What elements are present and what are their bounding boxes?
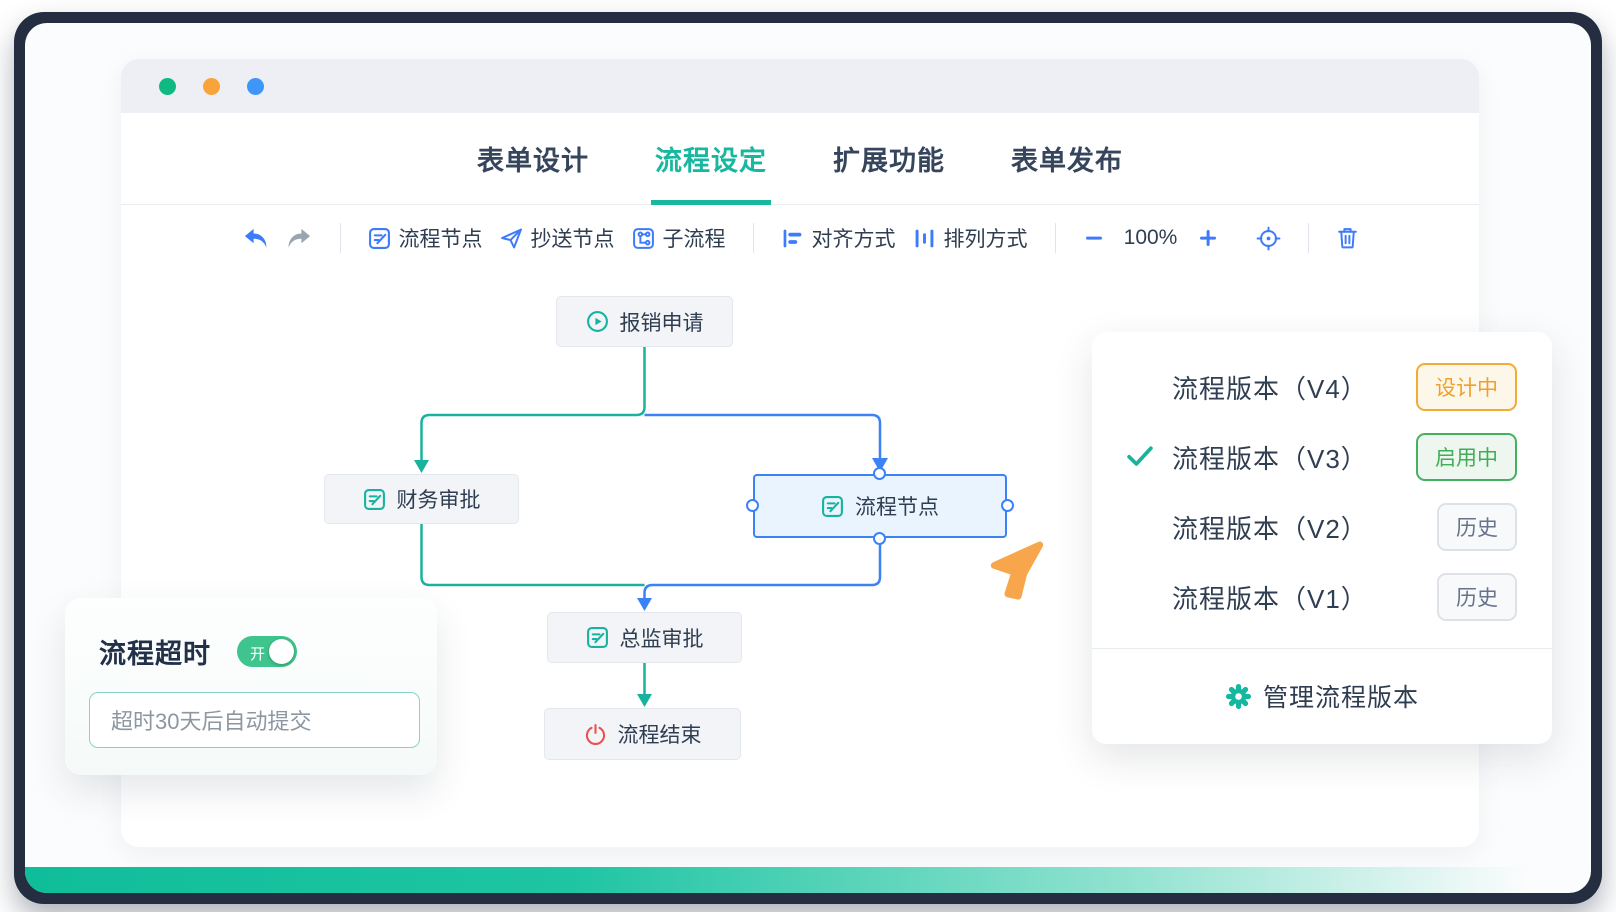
status-badge: 历史 — [1437, 573, 1517, 621]
node-handle-left[interactable] — [746, 498, 759, 512]
gear-icon — [1225, 683, 1252, 710]
undo-button[interactable] — [242, 226, 269, 251]
toolbar-divider — [1054, 223, 1056, 253]
tab-extensions[interactable]: 扩展功能 — [833, 113, 945, 204]
arrange-icon — [913, 227, 936, 250]
trash-icon — [1337, 228, 1357, 249]
node-handle-bottom[interactable] — [872, 532, 886, 545]
app-surface: 表单设计 流程设定 扩展功能 表单发布 流程节点 — [25, 23, 1591, 893]
add-cc-node-label: 抄送节点 — [530, 228, 615, 251]
version-label: 流程版本（V4） — [1172, 373, 1368, 404]
add-subflow-label: 子流程 — [662, 228, 726, 251]
subflow-icon — [632, 227, 655, 250]
tab-flow-settings[interactable]: 流程设定 — [651, 113, 771, 205]
timeout-title: 流程超时 — [99, 639, 211, 669]
zoom-level-value: 100% — [1123, 226, 1178, 249]
tab-label: 扩展功能 — [833, 146, 945, 176]
add-cc-node-button[interactable]: 抄送节点 — [500, 223, 615, 253]
check-icon — [1126, 444, 1154, 473]
main-tabbar: 表单设计 流程设定 扩展功能 表单发布 — [121, 113, 1479, 205]
zoom-out-button[interactable] — [1083, 227, 1105, 249]
status-badge: 启用中 — [1416, 433, 1517, 481]
toolbar-divider — [752, 223, 754, 253]
node-label: 流程节点 — [855, 496, 939, 519]
form-doc-icon — [363, 488, 386, 511]
node-handle-right[interactable] — [1001, 498, 1014, 512]
zoom-controls: 100% — [1083, 226, 1281, 251]
form-doc-icon — [586, 626, 609, 649]
bottom-accent-bar — [25, 867, 1591, 893]
power-icon — [584, 723, 607, 746]
toggle-on-label: 开 — [250, 646, 266, 663]
minus-icon — [1085, 236, 1102, 240]
locate-icon — [1256, 226, 1280, 250]
window-dot-blue[interactable] — [247, 77, 264, 95]
toolbar-divider — [339, 223, 341, 253]
align-label: 对齐方式 — [811, 228, 896, 251]
play-circle-icon — [586, 310, 609, 333]
locate-button[interactable] — [1256, 226, 1281, 251]
toolbar-divider — [1307, 223, 1309, 253]
redo-button[interactable] — [286, 226, 313, 251]
flow-node-end[interactable]: 流程结束 — [544, 708, 741, 760]
arrange-button[interactable]: 排列方式 — [913, 223, 1028, 253]
tab-form-design[interactable]: 表单设计 — [477, 113, 589, 204]
flow-toolbar: 流程节点 抄送节点 子流程 — [121, 205, 1479, 271]
timeout-card-header: 流程超时 开 — [65, 598, 437, 671]
tab-form-publish[interactable]: 表单发布 — [1011, 113, 1123, 204]
node-label: 总监审批 — [619, 627, 704, 651]
version-panel: 流程版本（V4） 设计中 流程版本（V3） 启用中 流程版本（V2） 历史 流程… — [1092, 332, 1552, 744]
flow-node-selected[interactable]: 流程节点 — [746, 467, 1014, 545]
version-label: 流程版本（V3） — [1172, 443, 1368, 474]
zoom-in-button[interactable] — [1197, 227, 1219, 249]
flow-node-director[interactable]: 总监审批 — [547, 612, 742, 663]
cursor-pointer-icon — [987, 537, 1047, 608]
add-flow-node-button[interactable]: 流程节点 — [368, 223, 483, 253]
form-doc-icon — [821, 495, 844, 518]
tab-label: 流程设定 — [655, 146, 767, 176]
flow-node-start[interactable]: 报销申请 — [556, 296, 733, 347]
timeout-card: 流程超时 开 — [65, 598, 437, 775]
status-badge: 设计中 — [1416, 363, 1517, 411]
version-row-v3[interactable]: 流程版本（V3） 启用中 — [1092, 422, 1552, 492]
redo-icon — [288, 228, 310, 248]
version-row-v1[interactable]: 流程版本（V1） 历史 — [1092, 562, 1552, 632]
add-flow-node-label: 流程节点 — [398, 228, 483, 251]
device-frame: 表单设计 流程设定 扩展功能 表单发布 流程节点 — [14, 12, 1602, 904]
delete-button[interactable] — [1336, 226, 1359, 250]
timeout-toggle[interactable]: 开 — [237, 636, 297, 667]
window-titlebar — [121, 59, 1479, 113]
flow-node-icon — [368, 227, 391, 250]
node-handle-top[interactable] — [872, 467, 886, 480]
version-row-v2[interactable]: 流程版本（V2） 历史 — [1092, 492, 1552, 562]
flow-node-finance[interactable]: 财务审批 — [324, 474, 519, 524]
node-label: 流程结束 — [617, 724, 702, 747]
node-label: 报销申请 — [619, 311, 704, 335]
add-subflow-button[interactable]: 子流程 — [632, 223, 726, 253]
version-label: 流程版本（V2） — [1172, 513, 1368, 544]
panel-divider — [1092, 648, 1552, 649]
window-dot-orange[interactable] — [203, 77, 220, 95]
window-dot-green[interactable] — [159, 77, 176, 95]
manage-versions-button[interactable]: 管理流程版本 — [1092, 649, 1552, 743]
version-label: 流程版本（V1） — [1172, 583, 1368, 614]
version-list: 流程版本（V4） 设计中 流程版本（V3） 启用中 流程版本（V2） 历史 流程… — [1092, 332, 1552, 632]
timeout-input[interactable] — [89, 692, 420, 748]
align-button[interactable]: 对齐方式 — [781, 223, 896, 253]
plus-icon — [1199, 230, 1216, 246]
version-row-v4[interactable]: 流程版本（V4） 设计中 — [1092, 352, 1552, 422]
paper-plane-icon — [500, 227, 523, 250]
arrange-label: 排列方式 — [943, 228, 1028, 251]
tab-label: 表单发布 — [1011, 146, 1123, 176]
node-label: 财务审批 — [396, 489, 481, 512]
tab-label: 表单设计 — [477, 146, 589, 176]
align-icon — [781, 227, 804, 250]
toggle-knob — [269, 639, 294, 664]
undo-icon — [244, 228, 266, 248]
status-badge: 历史 — [1437, 503, 1517, 551]
manage-versions-label: 管理流程版本 — [1262, 684, 1419, 712]
